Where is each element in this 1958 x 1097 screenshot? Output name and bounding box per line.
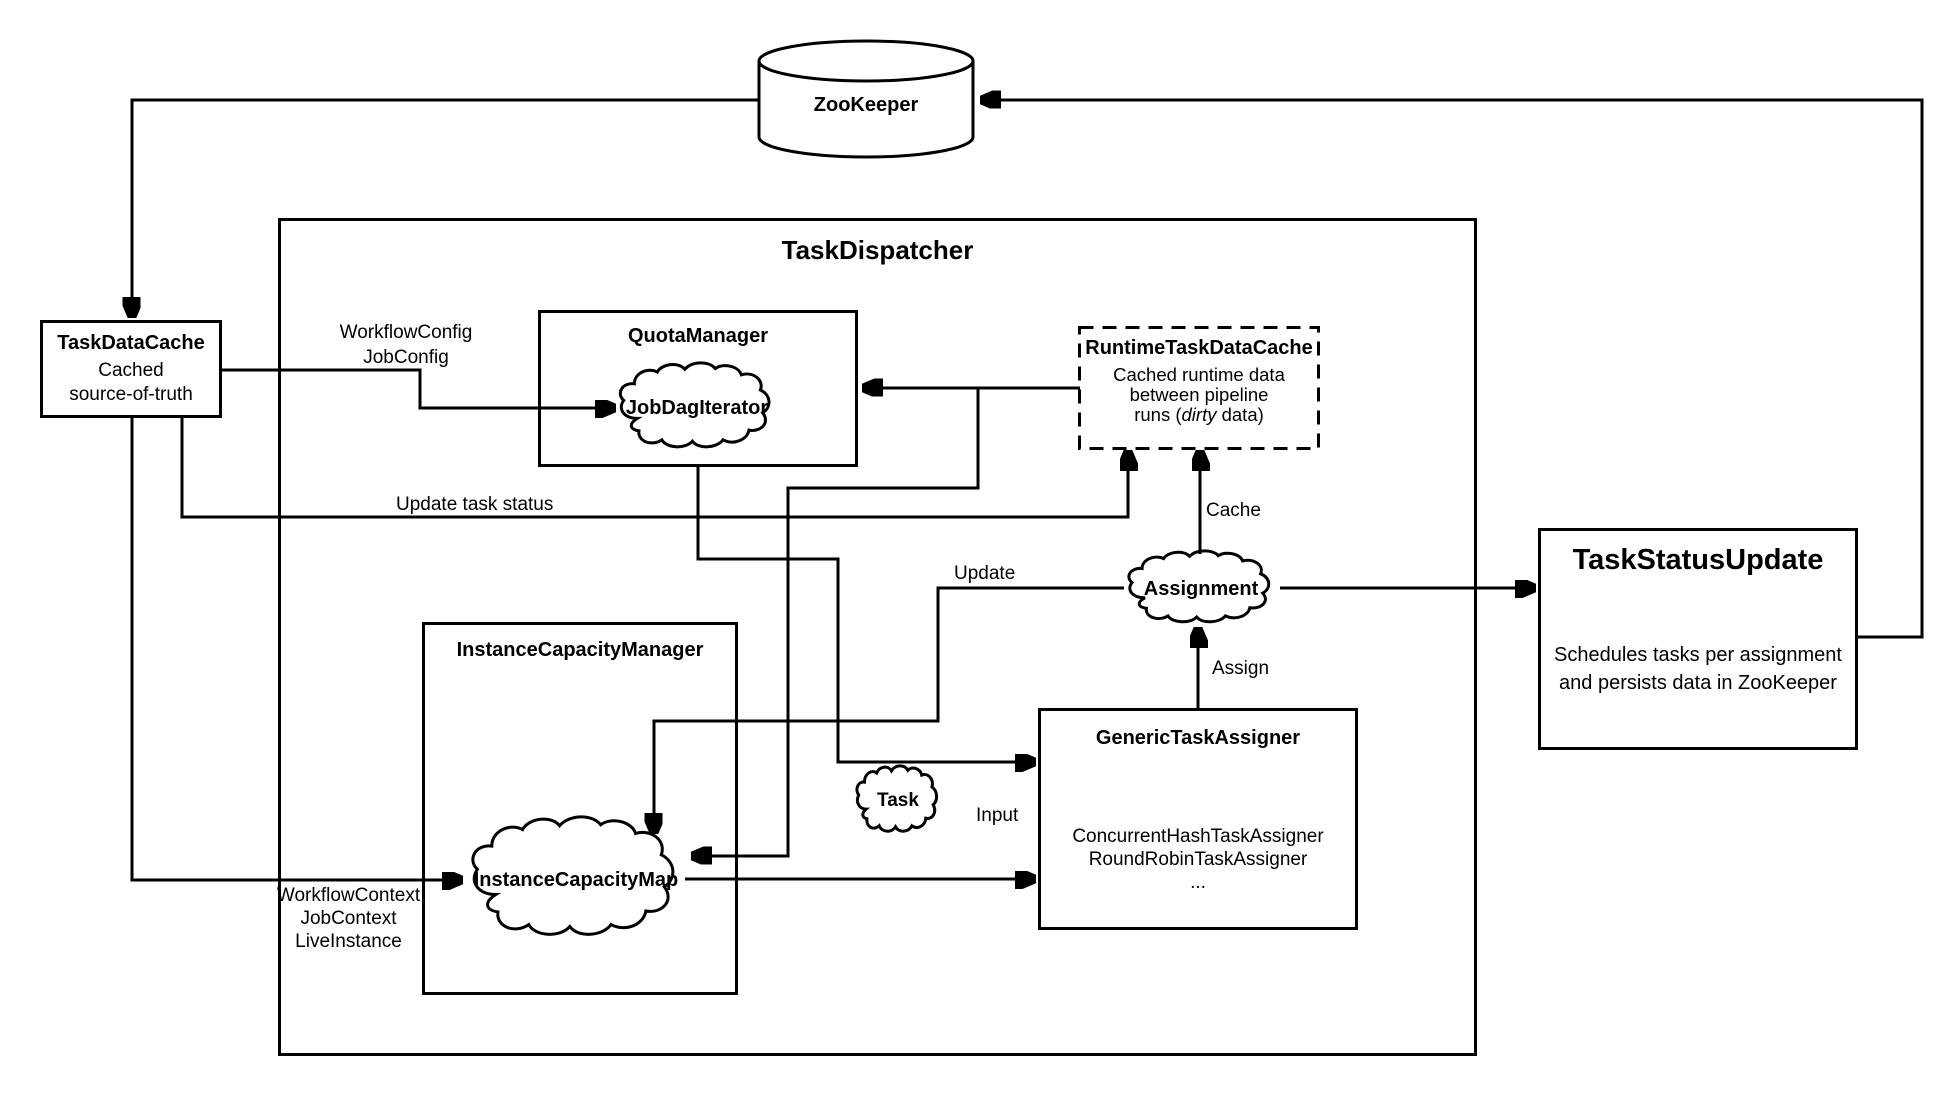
edge-label-cache: Cache [1206,500,1261,521]
zookeeper-node: ZooKeeper [756,38,976,162]
task-status-update-title: TaskStatusUpdate [1572,544,1824,576]
runtime-task-data-cache-node: RuntimeTaskDataCache Cached runtime data… [1078,326,1320,450]
instance-capacity-map-cloud: InstanceCapacityMap [463,817,689,943]
instance-capacity-manager-title: InstanceCapacityManager [456,639,704,661]
runtime-task-data-cache-description: Cached runtime data between pipeline run… [1113,364,1285,425]
cloud-icon [463,817,689,943]
generic-task-assigner-description: ConcurrentHashTaskAssigner RoundRobinTas… [1072,826,1324,893]
task-dispatcher-title: TaskDispatcher [781,235,974,265]
task-data-cache-title: TaskDataCache [57,332,205,354]
edge-label-workflow-context: WorkflowContext JobContext LiveInstance [276,885,421,952]
task-status-update-node: TaskStatusUpdate Schedules tasks per ass… [1538,528,1858,750]
generic-task-assigner-title: GenericTaskAssigner [1095,727,1301,749]
assignment-cloud: Assignment [1122,551,1280,627]
instance-capacity-map-label: InstanceCapacityMap [473,868,679,891]
runtime-task-data-cache-title: RuntimeTaskDataCache [1085,337,1313,359]
edge-label-input: Input [976,805,1019,826]
edge-label-assign: Assign [1212,658,1270,679]
edge-label-workflow-config: WorkflowConfig JobConfig [339,322,473,368]
zookeeper-label: ZooKeeper [813,94,919,116]
job-dag-iterator-cloud: JobDagIterator [613,363,781,453]
assignment-label: Assignment [1143,577,1259,600]
task-label: Task [877,790,919,811]
edge-label-update: Update [954,563,1016,584]
task-data-cache-description: Cached source-of-truth [69,360,193,405]
task-data-cache-node: TaskDataCache Cached source-of-truth [40,320,222,418]
quota-manager-title: QuotaManager [627,325,769,347]
job-dag-iterator-label: JobDagIterator [625,396,769,419]
task-cloud: Task [853,766,943,836]
edge-label-update-task-status: Update task status [396,494,554,515]
database-cylinder-icon [757,39,975,159]
generic-task-assigner-node: GenericTaskAssigner ConcurrentHashTaskAs… [1038,708,1358,930]
task-status-update-description: Schedules tasks per assignment and persi… [1554,644,1842,694]
